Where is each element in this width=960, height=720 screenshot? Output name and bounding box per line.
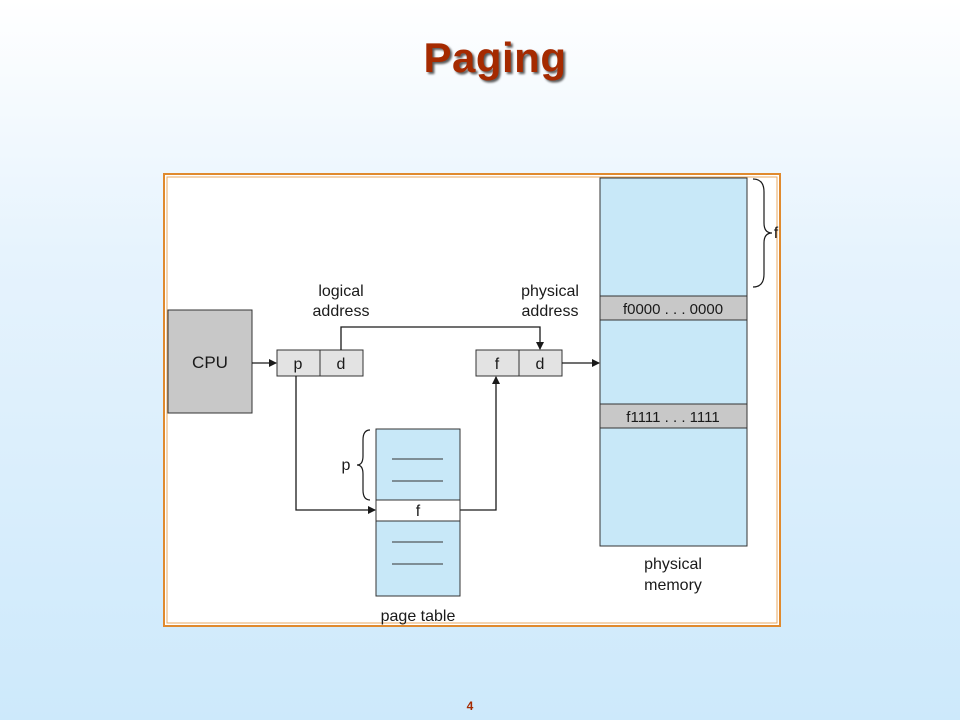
figure-frame-inner xyxy=(166,176,778,624)
physical-memory-label-line1: physical xyxy=(644,556,702,573)
p-to-page-table-arrow xyxy=(295,376,376,514)
logical-address-register: p d xyxy=(276,349,364,377)
physical-memory: f0000 . . . 0000 f1111 . . . 1111 xyxy=(599,177,748,547)
page-table-label: page table xyxy=(381,608,456,625)
physical-f-cell: f xyxy=(495,356,500,373)
logical-address-label-line2: address xyxy=(313,303,370,320)
physical-address-label-line1: physical xyxy=(521,283,579,300)
slide-number: 4 xyxy=(466,699,474,713)
physical-memory-brace xyxy=(752,178,773,288)
logical-d-cell: d xyxy=(337,356,346,373)
frame-start-address: f0000 . . . 0000 xyxy=(623,301,723,318)
physical-memory-brace-label: f xyxy=(774,225,779,242)
physical-address-register: f d xyxy=(475,349,563,377)
physical-d-cell: d xyxy=(536,356,545,373)
physical-memory-label-line2: memory xyxy=(644,577,702,594)
page-table-brace-label: p xyxy=(342,457,351,474)
cpu-box: CPU xyxy=(167,309,253,414)
logical-p-cell: p xyxy=(294,356,303,373)
d-to-physical-d-arrow xyxy=(340,326,544,350)
page-table-entry-f: f xyxy=(416,503,421,520)
slide-title: Paging xyxy=(423,34,567,81)
frame-end-address: f1111 . . . 1111 xyxy=(626,409,719,426)
page-table: f xyxy=(375,428,461,597)
page-table-brace xyxy=(356,429,371,501)
logical-address-label-line1: logical xyxy=(318,283,363,300)
physical-address-label-line2: address xyxy=(522,303,579,320)
cpu-label: CPU xyxy=(192,353,228,372)
page-table-to-f-arrow xyxy=(460,376,500,511)
